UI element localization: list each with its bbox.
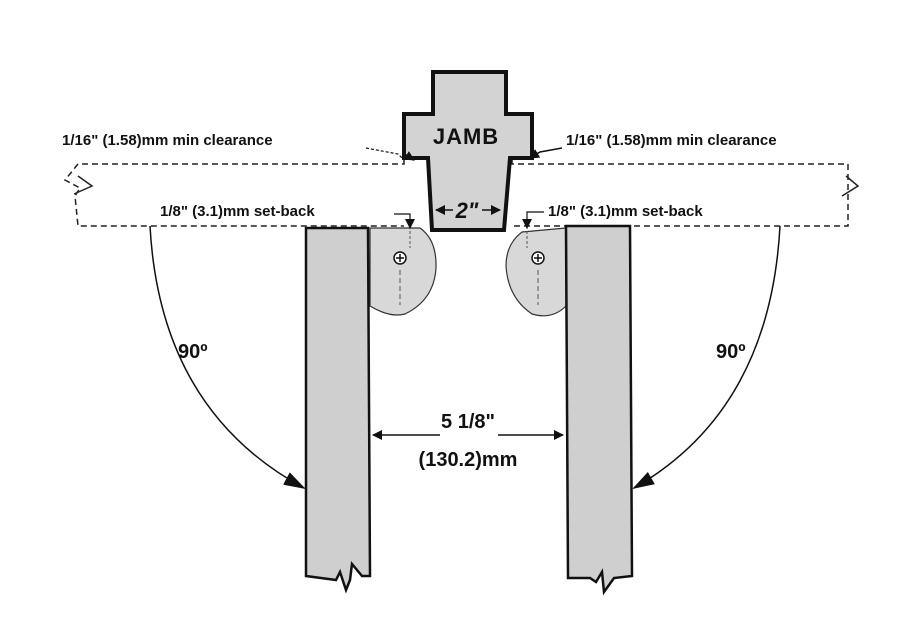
setback-label-left: 1/8" (3.1)mm set-back xyxy=(160,203,315,220)
hinge-right xyxy=(505,226,567,317)
clearance-leader-right xyxy=(529,147,563,159)
swing-arc-left xyxy=(149,225,306,489)
jamb-label: JAMB xyxy=(433,124,499,149)
jamb: JAMB 2" xyxy=(402,70,534,232)
angle-label-right: 90º xyxy=(716,341,746,363)
setback-leader-right xyxy=(522,211,544,229)
hinge-left xyxy=(369,226,437,316)
wall-section-left xyxy=(63,160,405,227)
jamb-width-label: 2" xyxy=(455,198,479,223)
setback-label-right: 1/8" (3.1)mm set-back xyxy=(548,203,703,220)
door-right xyxy=(564,224,634,596)
gap-label-imperial: 5 1/8" xyxy=(441,411,495,433)
angle-label-left: 90º xyxy=(178,341,208,363)
clearance-label-right: 1/16" (1.58)mm min clearance xyxy=(566,132,777,149)
door-left xyxy=(304,226,372,594)
clearance-leader-left xyxy=(365,147,405,161)
clearance-label-left: 1/16" (1.58)mm min clearance xyxy=(62,132,273,149)
setback-leader-left xyxy=(394,213,415,229)
wall-section-right xyxy=(511,160,860,227)
gap-label-metric: (130.2)mm xyxy=(419,449,518,471)
swing-arc-right xyxy=(632,225,781,489)
